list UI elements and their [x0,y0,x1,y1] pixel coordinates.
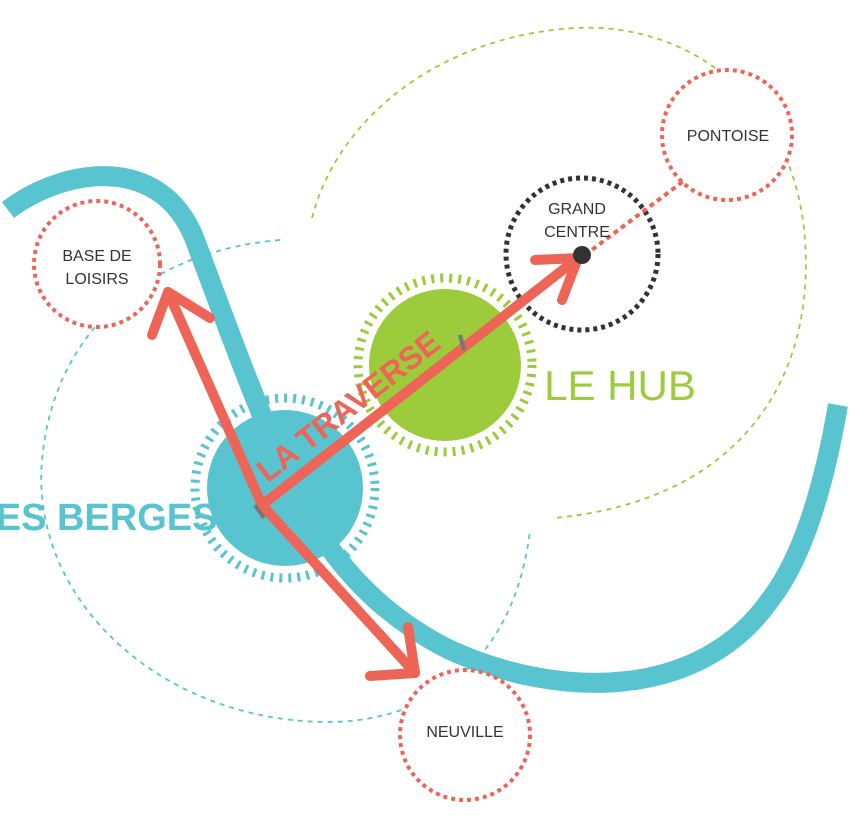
le-hub-label: LE HUB [544,362,696,409]
base-de-loisirs-label-line2: LOISIRS [65,271,128,288]
arrowhead-neuville [365,622,420,681]
arrow-to-grand-centre [257,253,583,510]
neuville-label: NEUVILLE [426,724,503,741]
river-path [1,166,848,693]
base-de-loisirs-label-line1: BASE DE [62,248,131,265]
grand-centre-label-line2: CENTRE [544,224,610,241]
neuville-node [398,668,532,802]
pontoise-label: PONTOISE [687,128,769,145]
les-berges-label: LES BERGES [0,497,217,539]
arrowhead-base-de-loisirs [147,287,215,340]
arrow-to-base-de-loisirs [163,287,267,510]
grand-centre-dot [573,246,591,264]
base-de-loisirs-node [32,199,162,329]
grand-centre-pontoise-link [583,178,687,257]
hub-influence-dashed-arc [311,26,807,519]
le-hub-dashed-ring [353,273,537,457]
grand-centre-label-line1: GRAND [548,201,606,218]
berges-tick-mark [253,503,266,520]
hub-tick-mark [458,334,466,351]
pontoise-node [660,68,794,202]
les-berges-dashed-ring [190,393,380,583]
arrow-to-neuville [257,500,420,678]
